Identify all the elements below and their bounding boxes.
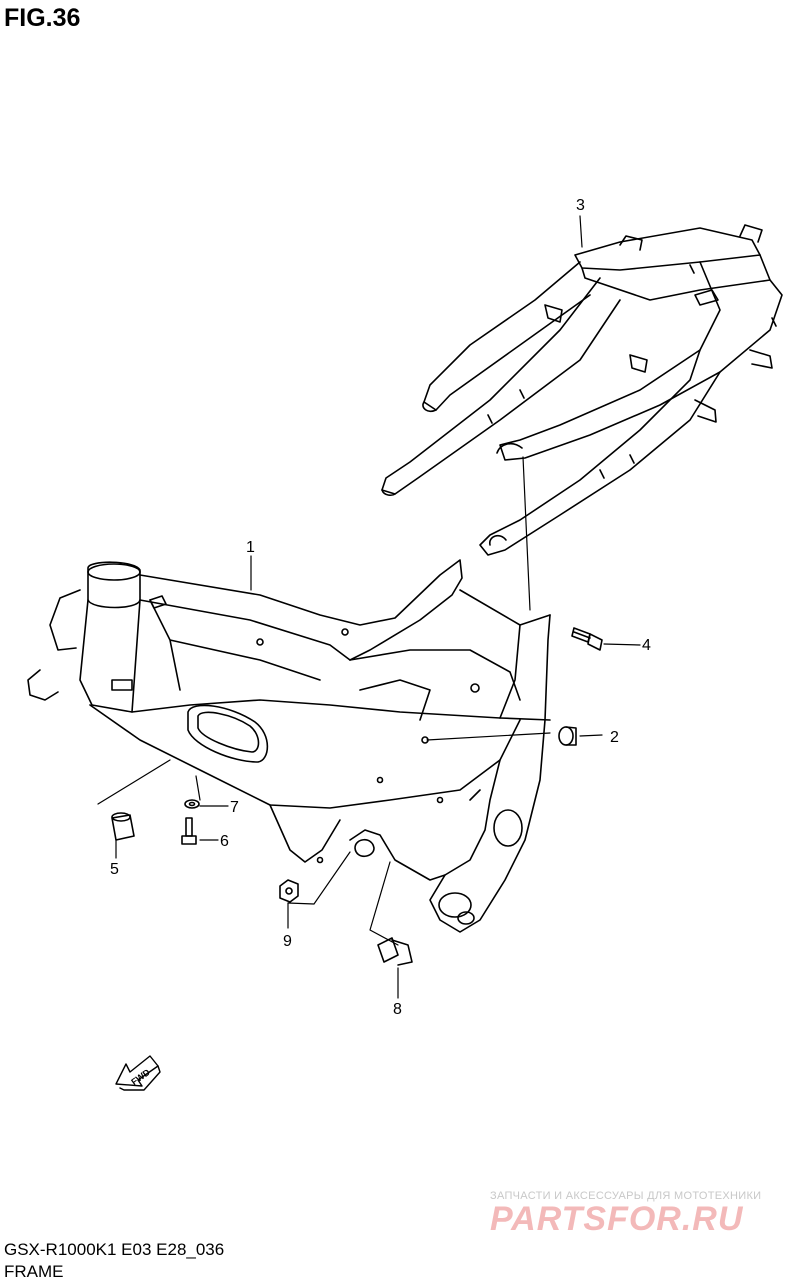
callout-1: 1: [246, 539, 255, 556]
callout-5: 5: [110, 861, 119, 878]
section-name: FRAME: [4, 1262, 64, 1281]
figure-title: FIG.36: [4, 4, 81, 32]
leader-lines: [97, 215, 641, 999]
callout-4: 4: [642, 637, 651, 654]
callout-2: 2: [610, 729, 619, 746]
bolt-8-drawing: [377, 937, 413, 966]
washer-7-drawing: [184, 799, 200, 809]
seat-rail-drawing: [381, 224, 783, 556]
bolt-6-drawing: [181, 817, 197, 845]
frame-plug-drawing: [558, 726, 577, 746]
watermark-tagline: ЗАПЧАСТИ И АКСЕССУАРЫ ДЛЯ МОТОТЕХНИКИ: [490, 1190, 762, 1202]
bushing-5-drawing: [111, 812, 135, 841]
main-frame-drawing: [27, 559, 551, 933]
nut-9-drawing: [279, 879, 299, 903]
callout-9: 9: [283, 933, 292, 950]
bolt-4-drawing: [571, 627, 603, 651]
callout-3: 3: [576, 197, 585, 214]
callout-8: 8: [393, 1001, 402, 1018]
callout-6: 6: [220, 833, 229, 850]
callout-7: 7: [230, 799, 239, 816]
fwd-arrow-icon: [115, 1055, 161, 1091]
watermark-brand: PARTSFOR.RU: [490, 1200, 744, 1238]
model-code: GSX-R1000K1 E03 E28_036: [4, 1240, 225, 1259]
